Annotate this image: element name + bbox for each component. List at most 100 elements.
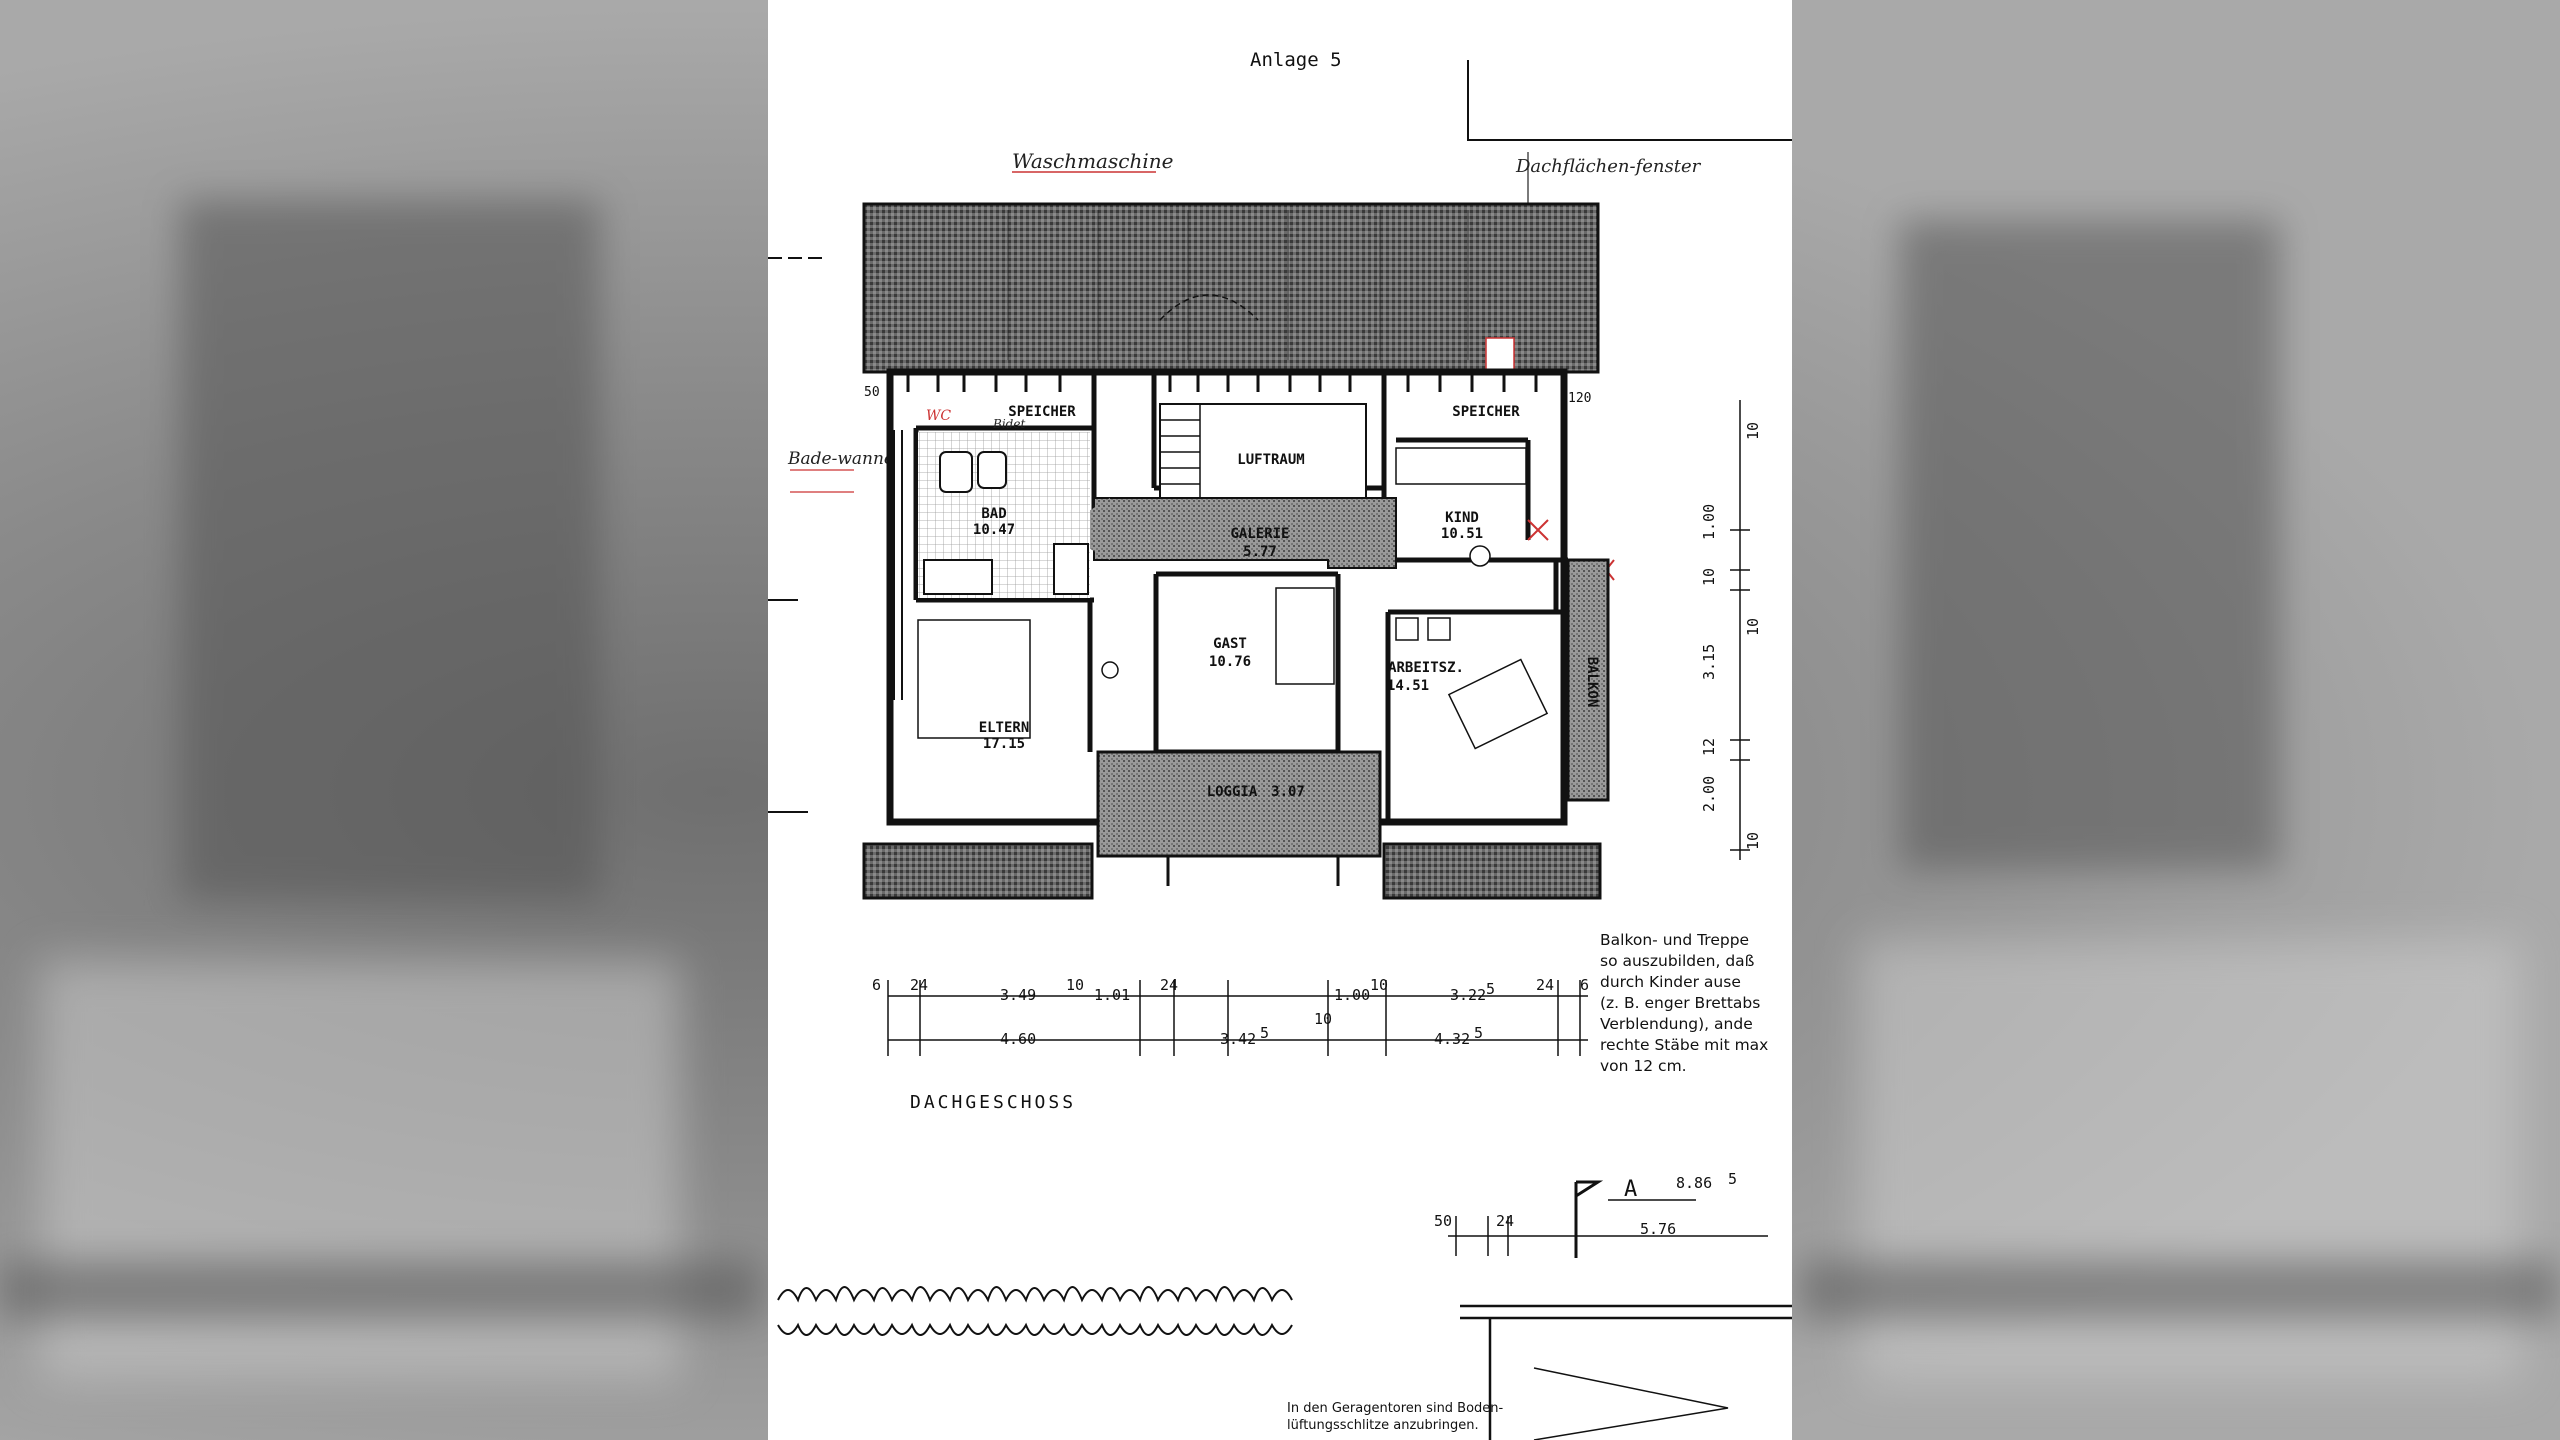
dim-row1: 3.49 [1000,986,1036,1004]
room-area-loggia: 3.07 [1271,784,1305,800]
dim-row1: 10 [1066,976,1084,994]
section-marker: A [1624,1177,1637,1202]
dim-bottom-b: 24 [1496,1212,1514,1230]
room-area-bad: 10.47 [973,522,1015,538]
shower-icon [1053,543,1089,595]
note-line: rechte Stäbe mit max [1600,1036,1769,1054]
dim-row2: 4.60 [1000,1030,1036,1048]
chair-icon [1427,617,1451,641]
eltern-lamp [1101,661,1119,679]
room-label-bad: BAD [981,506,1006,522]
floor-label: DACHGESCHOSS [910,1092,1076,1113]
note-line: In den Geragentoren sind Boden- [1287,1401,1504,1416]
dim-row1: 6 [872,976,881,994]
dim-bottom-e: 5 [1728,1170,1737,1188]
hedge-scribble [777,1322,1293,1336]
dim-row2: 3.42 [1220,1030,1256,1048]
roof-arc [1159,294,1259,321]
room-label-gast: GAST [1213,636,1247,652]
room-label-loggia: LOGGIA [1207,784,1258,800]
kind-furniture [1395,447,1527,485]
room-label-luftraum: LUFTRAUM [1237,452,1304,468]
garage-door-swing [1533,1367,1729,1440]
wall-window-ticks [893,372,1538,700]
note-line: Verblendung), ande [1600,1015,1753,1033]
dim-row1: 24 [910,976,928,994]
dim-row2: 4.32 [1434,1030,1470,1048]
note-line: von 12 cm. [1600,1057,1687,1075]
room-label-speicher-right: SPEICHER [1452,404,1520,420]
dim-row1: 10 [1370,976,1388,994]
room-label-speicher-left: SPEICHER [1008,404,1076,420]
toilet-icon [939,451,973,493]
room-label-eltern: ELTERN [979,720,1030,736]
room-label-arbeitsz: ARBEITSZ. [1388,660,1464,676]
dimension-lines [887,980,1588,1056]
dimension-lines-right [1730,400,1750,860]
room-label-galerie: GALERIE [1230,526,1289,542]
dimension-lines-bottom [1448,1216,1768,1256]
balcony-note: Balkon- und Treppe so auszubilden, daß d… [1600,930,1770,1077]
dim-row1: 3.22 [1450,986,1486,1004]
note-line: durch Kinder ause [1600,973,1741,991]
room-area-galerie: 5.77 [1243,544,1277,560]
galerie-floor [1093,497,1397,569]
room-area-gast: 10.76 [1209,654,1251,670]
note-line: so auszubilden, daß [1600,952,1755,970]
document-title: Anlage 5 [1250,49,1342,71]
dim-row2: 10 [1314,1010,1332,1028]
dim-row1: 24 [1536,976,1554,994]
hedge-scribble [777,1286,1293,1303]
dim-row2: 5 [1260,1024,1269,1042]
kind-lamp [1469,545,1491,567]
dim-right: 2.00 [1700,776,1718,812]
frame-line [1467,60,1792,141]
room-label-balkon: BALKON [1584,657,1600,708]
room-label-kind: KIND [1445,510,1479,526]
dim-right: 10 [1744,422,1762,440]
note-line: Balkon- und Treppe [1600,931,1750,949]
eltern-bed [917,619,1031,739]
note-line: lüftungsschlitze anzubringen. [1287,1418,1479,1433]
dim-right: 10 [1700,568,1718,586]
dim-right: 10 [1744,618,1762,636]
floor-plan-document: Anlage 5 Waschmaschine Dachflächen-fenst… [768,0,1792,1440]
dim-bottom-a: 50 [1434,1212,1452,1230]
dim-row1: 24 [1160,976,1178,994]
handwritten-dachflaechenfenster: Dachflächen-fenster [1515,156,1702,177]
dim-row1: 1.00 [1334,986,1370,1004]
dim-row1: 6 [1580,976,1589,994]
sink-icon [923,559,993,595]
chair-icon [1395,617,1419,641]
staircase [1160,404,1201,502]
gast-bed [1275,587,1335,685]
dim-row1: 1.01 [1094,986,1130,1004]
floor-plan-drawing: Anlage 5 Waschmaschine Dachflächen-fenst… [768,49,1792,1440]
room-area-arbeitsz: 14.51 [1387,678,1429,694]
roof-rafters [1007,210,1469,360]
loggia-floor [1096,750,1382,858]
red-cross-mark [1527,519,1549,541]
dim-bottom-d: 8.86 [1676,1174,1712,1192]
handwritten-bidet: Bidet [992,417,1025,431]
dim-top-left: 50 [864,385,880,400]
garage-wall [1460,1304,1792,1440]
room-area-eltern: 17.15 [983,736,1025,752]
roof-section [862,202,1600,374]
room-area-kind: 10.51 [1441,526,1483,542]
roof-eave-left [862,842,1094,900]
balkon-floor [1566,558,1610,802]
section-arrow [1574,1180,1604,1258]
dim-top-right: 120 [1568,391,1591,406]
handwritten-waschmaschine: Waschmaschine [1012,149,1173,173]
note-line: (z. B. enger Brettabs [1600,994,1761,1012]
handwritten-wc: WC [926,408,951,424]
desk-icon [1447,658,1549,750]
dim-right: 3.15 [1700,644,1718,680]
dim-right: 10 [1744,832,1762,850]
dim-right: 12 [1700,738,1718,756]
bidet-icon [977,451,1007,489]
handwritten-badewanne: Bade-wanne [787,449,894,469]
garage-note: In den Geragentoren sind Boden- lüftungs… [1287,1400,1527,1434]
dim-row1: 5 [1486,980,1495,998]
